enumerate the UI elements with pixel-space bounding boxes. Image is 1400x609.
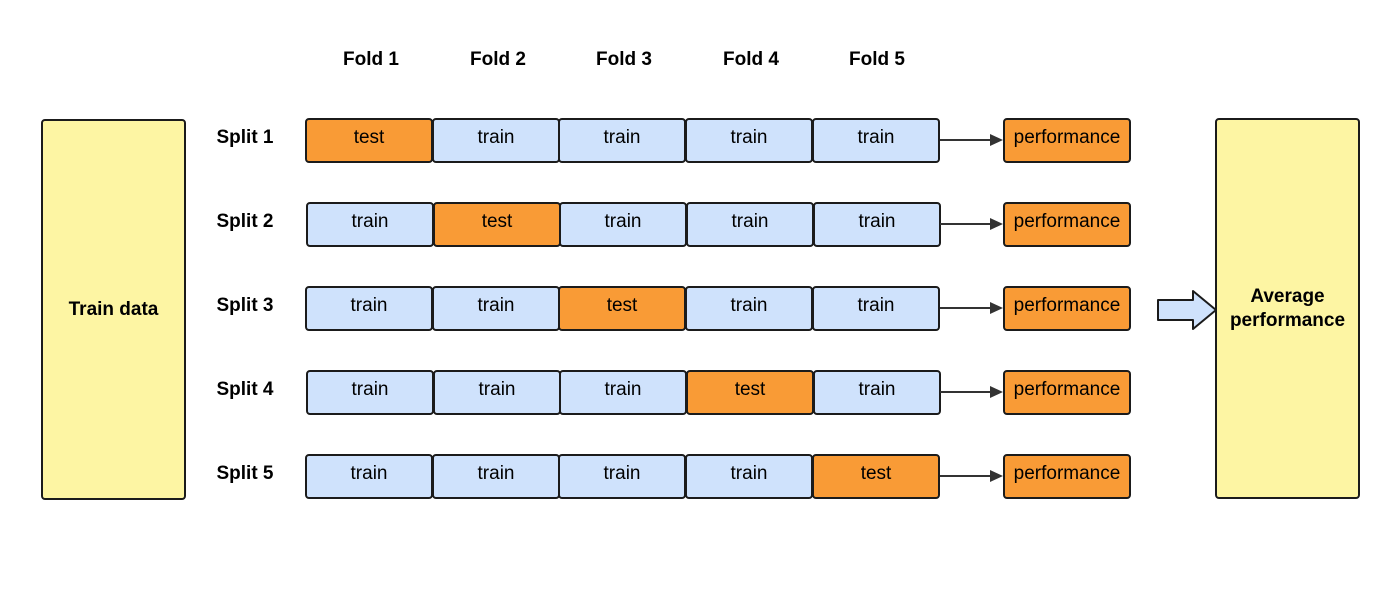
- performance-box-5: performance: [1003, 454, 1131, 499]
- big-arrow-icon: [1157, 290, 1217, 330]
- split-3-fold-5-cell: train: [812, 286, 940, 331]
- fold-header-2: Fold 2: [470, 49, 526, 70]
- arrow-icon: [940, 218, 1003, 230]
- fold-header-3: Fold 3: [596, 49, 652, 70]
- split-label-1: Split 1: [216, 127, 274, 148]
- performance-box-4: performance: [1003, 370, 1131, 415]
- split-label-4: Split 4: [216, 379, 274, 400]
- split-5-fold-4-cell: train: [685, 454, 813, 499]
- train-data-box: Train data: [41, 119, 186, 500]
- fold-header-1: Fold 1: [343, 49, 399, 70]
- split-5-fold-2-cell: train: [432, 454, 560, 499]
- split-3-fold-1-cell: train: [305, 286, 433, 331]
- train-data-label: Train data: [68, 298, 159, 320]
- split-2-fold-2-cell: test: [433, 202, 561, 247]
- split-1-fold-2-cell: train: [432, 118, 560, 163]
- split-4-fold-5-cell: train: [813, 370, 941, 415]
- performance-box-1: performance: [1003, 118, 1131, 163]
- performance-box-2: performance: [1003, 202, 1131, 247]
- split-4-fold-3-cell: train: [559, 370, 687, 415]
- split-2-fold-1-cell: train: [306, 202, 434, 247]
- split-5-fold-1-cell: train: [305, 454, 433, 499]
- split-5-fold-5-cell: test: [812, 454, 940, 499]
- arrow-icon: [940, 302, 1003, 314]
- split-3-fold-3-cell: test: [558, 286, 686, 331]
- split-3-fold-2-cell: train: [432, 286, 560, 331]
- split-2-fold-5-cell: train: [813, 202, 941, 247]
- split-2-fold-4-cell: train: [686, 202, 814, 247]
- split-label-3: Split 3: [216, 295, 274, 316]
- split-1-fold-5-cell: train: [812, 118, 940, 163]
- split-4-fold-2-cell: train: [433, 370, 561, 415]
- split-1-fold-4-cell: train: [685, 118, 813, 163]
- arrow-icon: [940, 134, 1003, 146]
- arrow-icon: [940, 386, 1003, 398]
- split-5-fold-3-cell: train: [558, 454, 686, 499]
- split-4-fold-4-cell: test: [686, 370, 814, 415]
- split-2-fold-3-cell: train: [559, 202, 687, 247]
- fold-header-4: Fold 4: [723, 49, 779, 70]
- average-performance-box: Average performance: [1215, 118, 1360, 499]
- performance-box-3: performance: [1003, 286, 1131, 331]
- average-performance-label: Average performance: [1229, 285, 1346, 331]
- split-label-2: Split 2: [216, 211, 274, 232]
- arrow-icon: [940, 470, 1003, 482]
- split-1-fold-3-cell: train: [558, 118, 686, 163]
- fold-header-5: Fold 5: [849, 49, 905, 70]
- split-1-fold-1-cell: test: [305, 118, 433, 163]
- split-label-5: Split 5: [216, 463, 274, 484]
- split-3-fold-4-cell: train: [685, 286, 813, 331]
- split-4-fold-1-cell: train: [306, 370, 434, 415]
